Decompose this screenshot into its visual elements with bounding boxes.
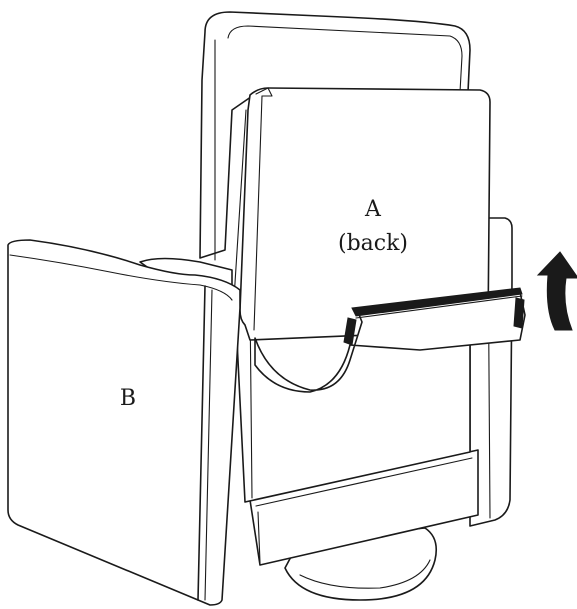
label-b: B	[120, 386, 136, 411]
left-arm-b	[7, 239, 241, 606]
back-panel-a	[231, 87, 491, 341]
label-a: A	[364, 197, 382, 222]
curved-arrow-up-icon	[536, 251, 577, 331]
headrest-cushion	[199, 11, 471, 261]
label-a-sub: (back)	[338, 231, 408, 256]
back-sling	[254, 287, 526, 393]
labels: A (back) B	[120, 197, 408, 411]
